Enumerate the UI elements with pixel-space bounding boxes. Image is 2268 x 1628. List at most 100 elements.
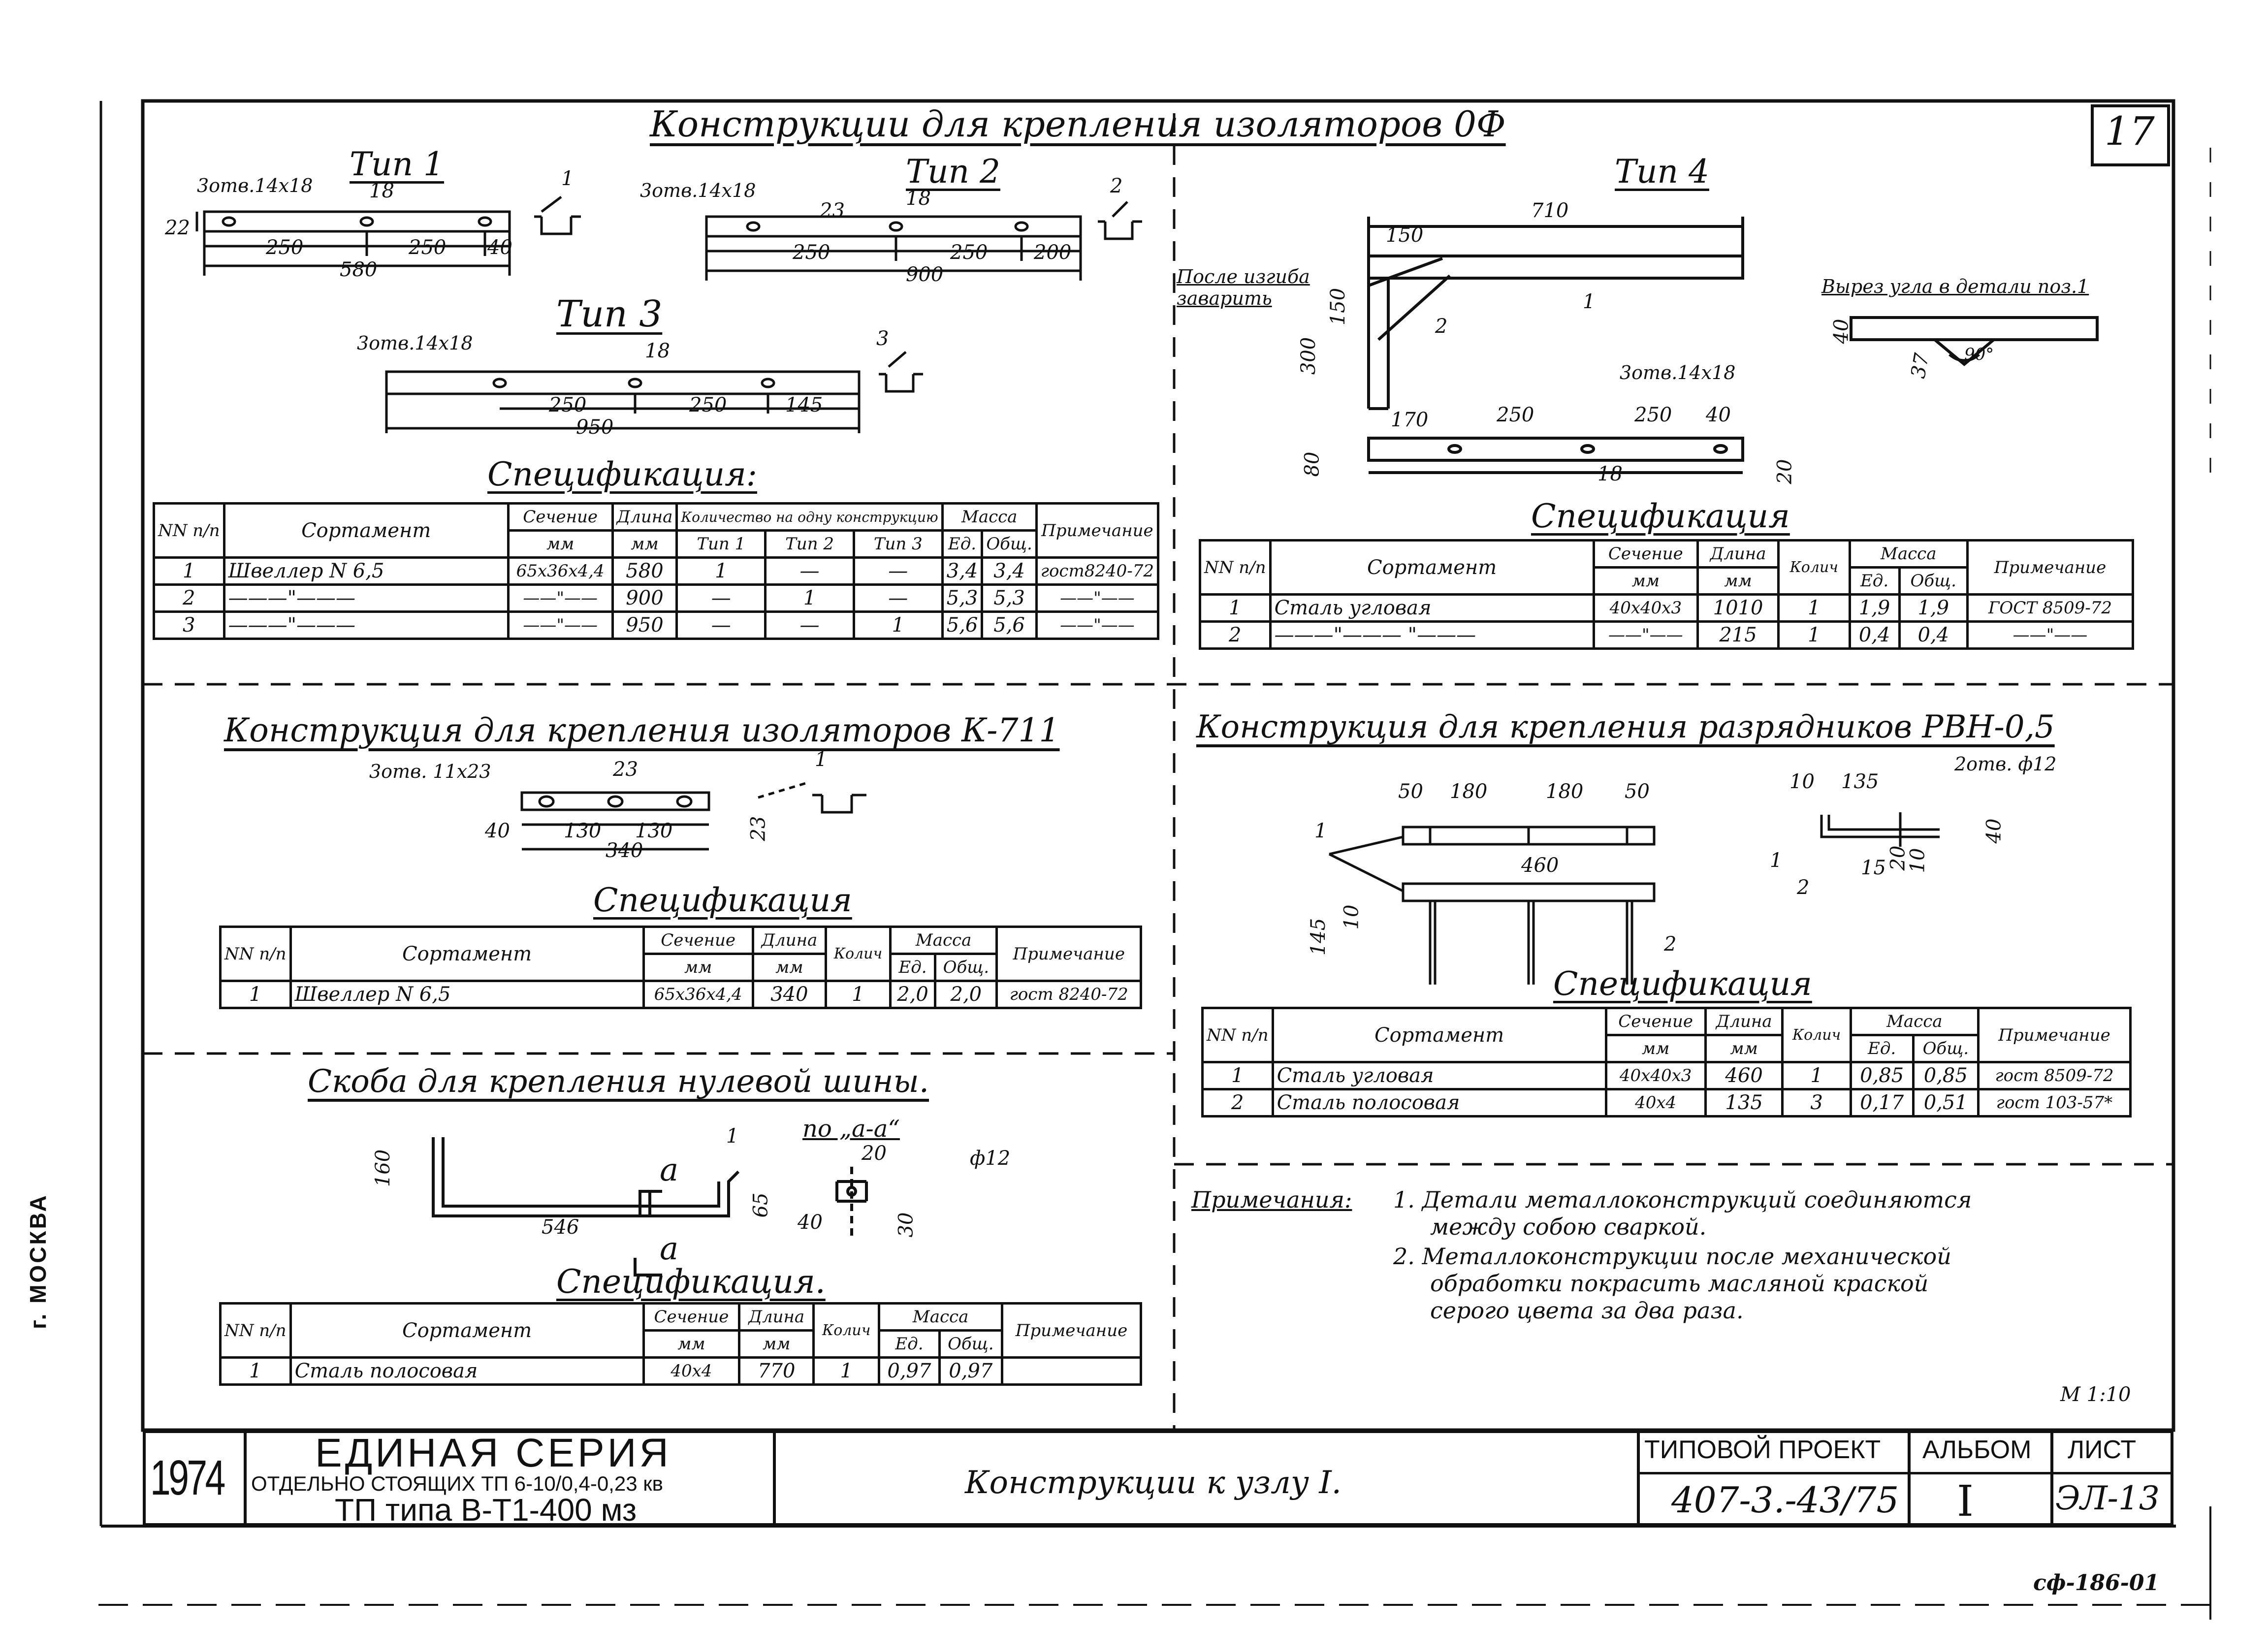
th-qty: Колич [1777, 539, 1851, 596]
th-sortament: Сортамент [289, 1302, 645, 1359]
cell: ——"—— [1966, 620, 2135, 650]
bracket-dim-40: 40 [798, 1211, 823, 1234]
bracket-dim-30: 30 [894, 1212, 918, 1238]
th-unit: Ед. [889, 953, 937, 982]
cell: 1 [1777, 593, 1851, 623]
type4-pos2: 2 [1435, 315, 1448, 338]
cell: ——"—— [507, 583, 614, 613]
rvn-dim-460: 460 [1521, 854, 1559, 877]
cell: 3 [1781, 1088, 1852, 1117]
type4-spec-table: NN п/п Сортамент Сечение Длина Колич Мас… [1199, 539, 2135, 650]
cut-dim-40: 40 [1830, 319, 1853, 344]
k711-holes: 3отв. 11х23 [369, 761, 491, 782]
bracket-dim-160: 160 [372, 1149, 395, 1187]
k711-spec-table: NN п/п Сортамент Сечение Длина Колич Мас… [219, 926, 1142, 1009]
title-year: 1974 [150, 1450, 225, 1505]
cell: 1 [1781, 1061, 1852, 1090]
type2-drawing [705, 201, 1142, 281]
type4-holes: 3отв.14х18 [1620, 362, 1736, 383]
cell: 2,0 [934, 980, 998, 1009]
tb-divider-3 [1637, 1430, 1640, 1526]
th-section: Сечение [507, 502, 614, 532]
th-note: Примечание [1035, 502, 1160, 559]
rvn-dim-50b: 50 [1625, 780, 1650, 803]
cell: 1 [219, 980, 292, 1009]
th-mass: Масса [889, 926, 998, 955]
cut-angle-90: 90° [1964, 345, 1994, 364]
table-row: 2 ———"——— ——"—— 900 — 1 — 5,3 5,3 ——"—— [153, 583, 1160, 613]
rvn-spec-table: NN п/п Сортамент Сечение Длина Колич Мас… [1201, 1007, 2132, 1117]
cell: 65х36х4,4 [642, 980, 754, 1009]
k711-drawing [520, 781, 866, 851]
cell: ——"—— [1592, 620, 1699, 650]
note-line-4: обработки покрасить масляной краской [1430, 1270, 1929, 1297]
cell: 40х40х3 [1604, 1061, 1707, 1090]
note-line-3: 2. Металлоконструкции после механической [1393, 1243, 1951, 1270]
cell: 950 [611, 610, 678, 640]
cell: — [764, 556, 855, 586]
cell: — [675, 610, 767, 640]
cell: 460 [1704, 1061, 1784, 1090]
cell: Сталь полосовая [1271, 1088, 1607, 1117]
th-length: Длина [611, 502, 678, 532]
type3-drawing [385, 351, 923, 433]
cell: 3 [153, 610, 225, 640]
th-length-unit: мм [751, 953, 828, 982]
th-unit: Ед. [1848, 566, 1901, 596]
cell: 5,3 [941, 583, 984, 613]
type3-dim-18: 18 [645, 340, 670, 362]
type1-dim-580: 580 [340, 258, 378, 281]
type3-dim-950: 950 [576, 416, 614, 439]
cell: — [852, 583, 944, 613]
th-section: Сечение [1592, 539, 1699, 569]
th-sortament: Сортамент [1269, 539, 1595, 596]
th-length-unit: мм [1704, 1034, 1784, 1063]
footer-code: сф-186-01 [2033, 1570, 2160, 1596]
cell: 1,9 [1848, 593, 1901, 623]
type1-dim-18: 18 [369, 180, 394, 202]
cell: 0,97 [938, 1356, 1004, 1386]
top-section-title: Конструкции для крепления изоляторов 0Ф [650, 103, 1506, 145]
type2-dim-250b: 250 [950, 241, 988, 264]
cell: 40х4 [1604, 1088, 1707, 1117]
th-length-unit: мм [1696, 566, 1780, 596]
th-t2: Тип 2 [764, 529, 855, 559]
th-total: Общ. [981, 529, 1038, 559]
k711-dim-23: 23 [613, 758, 638, 781]
bracket-dim-65: 65 [749, 1192, 772, 1218]
notes-label: Примечания: [1191, 1186, 1352, 1213]
cell: ——"—— [1035, 583, 1160, 613]
cell: 0,4 [1848, 620, 1901, 650]
project-value: 407-3.-43/75 [1671, 1479, 1899, 1521]
th-mass: Масса [941, 502, 1038, 532]
type1-holes: 3отв.14х18 [197, 175, 313, 196]
cell: 3,4 [981, 556, 1038, 586]
type4-dim-150: 150 [1386, 224, 1424, 247]
th-mass: Масса [1848, 539, 1969, 569]
city-label: г. МОСКВА [25, 1193, 51, 1329]
tb-divider-5 [2050, 1430, 2053, 1526]
rvn-title: Конструкция для крепления разрядников РВ… [1196, 709, 2055, 745]
table-row: 1 Сталь угловая 40х40х3 460 1 0,85 0,85 … [1201, 1061, 2132, 1090]
th-mass: Масса [878, 1302, 1003, 1332]
bracket-section-a-bottom: а [660, 1231, 679, 1267]
table-row: 3 ———"——— ——"—— 950 — — 1 5,6 5,6 ——"—— [153, 610, 1160, 640]
cell: 1 [675, 556, 767, 586]
cell: 2 [1201, 1088, 1274, 1117]
th-unit: Ед. [941, 529, 984, 559]
th-section: Сечение [1604, 1007, 1707, 1036]
cell: гост 103-57* [1977, 1088, 2132, 1117]
cell: 1 [153, 556, 225, 586]
type1-dim-250a: 250 [266, 236, 304, 259]
cell: 1,9 [1898, 593, 1969, 623]
type4-dim-170: 170 [1391, 409, 1429, 431]
cell: ———"——— "——— [1269, 620, 1595, 650]
cell: — [764, 610, 855, 640]
th-nn: NN п/п [219, 926, 292, 982]
type4-dim-150v: 150 [1327, 287, 1350, 326]
type2-dim-18: 18 [906, 187, 931, 210]
cell: Сталь полосовая [289, 1356, 645, 1386]
cut-detail-label: Вырез угла в детали поз.1 [1821, 276, 2089, 297]
th-total: Общ. [938, 1329, 1004, 1359]
cell: Сталь угловая [1271, 1061, 1607, 1090]
